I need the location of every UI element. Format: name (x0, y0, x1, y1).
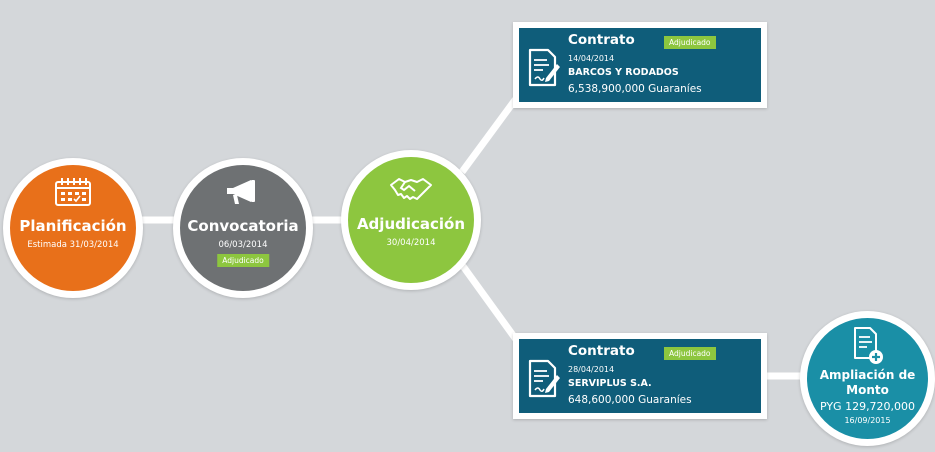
stage-date: 06/03/2014 (218, 240, 268, 250)
megaphone-icon (227, 180, 255, 204)
calendar-icon (55, 178, 91, 206)
status-badge: Adjudicado (664, 36, 716, 49)
contract-card-2[interactable]: Contrato Adjudicado 28/04/2014 SERVIPLUS… (513, 333, 767, 419)
stage-title: Planificación (19, 217, 127, 235)
stage-title: Adjudicación (356, 215, 466, 233)
stage-date: 30/04/2014 (386, 238, 436, 248)
contract-title: Contrato (568, 32, 635, 48)
stage-convocatoria[interactable]: Convocatoria 06/03/2014 Adjudicado (173, 158, 313, 298)
contract-amount: 648,600,000 Guaraníes (568, 394, 692, 406)
contract-title: Contrato (568, 343, 635, 359)
contract-sign-icon (528, 48, 560, 87)
status-badge: Adjudicado (664, 347, 716, 360)
contract-supplier: SERVIPLUS S.A. (568, 378, 652, 389)
document-plus-icon (853, 327, 883, 364)
stage-amount: PYG 129,720,000 (819, 400, 916, 413)
stage-date: 16/09/2015 (844, 416, 891, 425)
contract-date: 28/04/2014 (568, 365, 615, 374)
stage-ampliacion-de-monto[interactable]: Ampliación de Monto PYG 129,720,000 16/0… (800, 311, 935, 446)
contract-date: 14/04/2014 (568, 54, 615, 63)
stage-planificacion[interactable]: Planificación Estimada 31/03/2014 (3, 158, 143, 298)
contract-amount: 6,538,900,000 Guaraníes (568, 83, 702, 95)
handshake-icon (390, 178, 432, 200)
connector-adju-contract1 (459, 96, 520, 175)
contract-sign-icon (528, 359, 560, 398)
stage-adjudicacion[interactable]: Adjudicación 30/04/2014 (341, 150, 481, 290)
contract-supplier: BARCOS Y RODADOS (568, 67, 679, 78)
status-badge: Adjudicado (217, 254, 269, 267)
contract-card-1[interactable]: Contrato Adjudicado 14/04/2014 BARCOS Y … (513, 22, 767, 108)
stage-title-line2: Monto (846, 383, 889, 397)
stage-title: Convocatoria (187, 217, 299, 235)
stage-title-line1: Ampliación de (819, 368, 916, 382)
stage-date: Estimada 31/03/2014 (27, 240, 119, 250)
